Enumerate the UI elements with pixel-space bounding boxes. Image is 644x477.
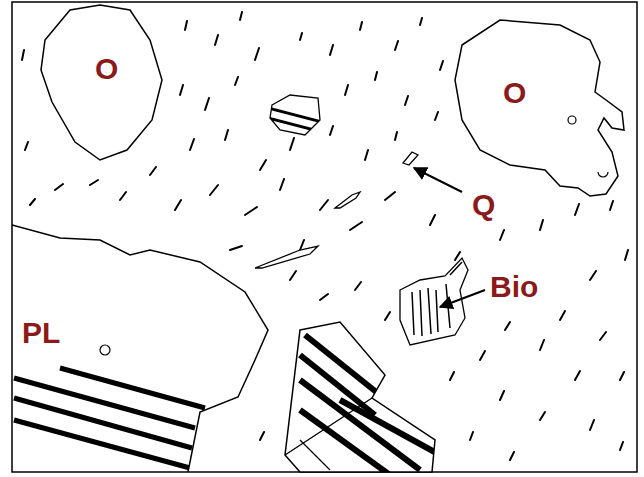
quartz-lens bbox=[255, 246, 318, 268]
mineral-grain: O bbox=[38, 2, 168, 164]
mineral-label: Bio bbox=[490, 272, 538, 302]
leader-arrow bbox=[440, 290, 485, 307]
mineral-label: Q bbox=[472, 190, 495, 220]
quartz-lens bbox=[335, 192, 360, 208]
grain-outline bbox=[450, 16, 628, 200]
mineral-grain: O bbox=[450, 16, 628, 200]
mineral-label: PL bbox=[22, 318, 60, 348]
hatched-crystal bbox=[268, 95, 322, 135]
leader-arrow bbox=[414, 168, 462, 192]
twinned-crystal bbox=[285, 322, 440, 475]
biotite-crystal bbox=[400, 258, 468, 345]
mineral-grain: PL bbox=[12, 222, 272, 472]
mineral-label: O bbox=[95, 54, 118, 84]
quartz-grain bbox=[403, 152, 418, 165]
frame bbox=[12, 2, 637, 472]
mineral-label: O bbox=[503, 78, 526, 108]
